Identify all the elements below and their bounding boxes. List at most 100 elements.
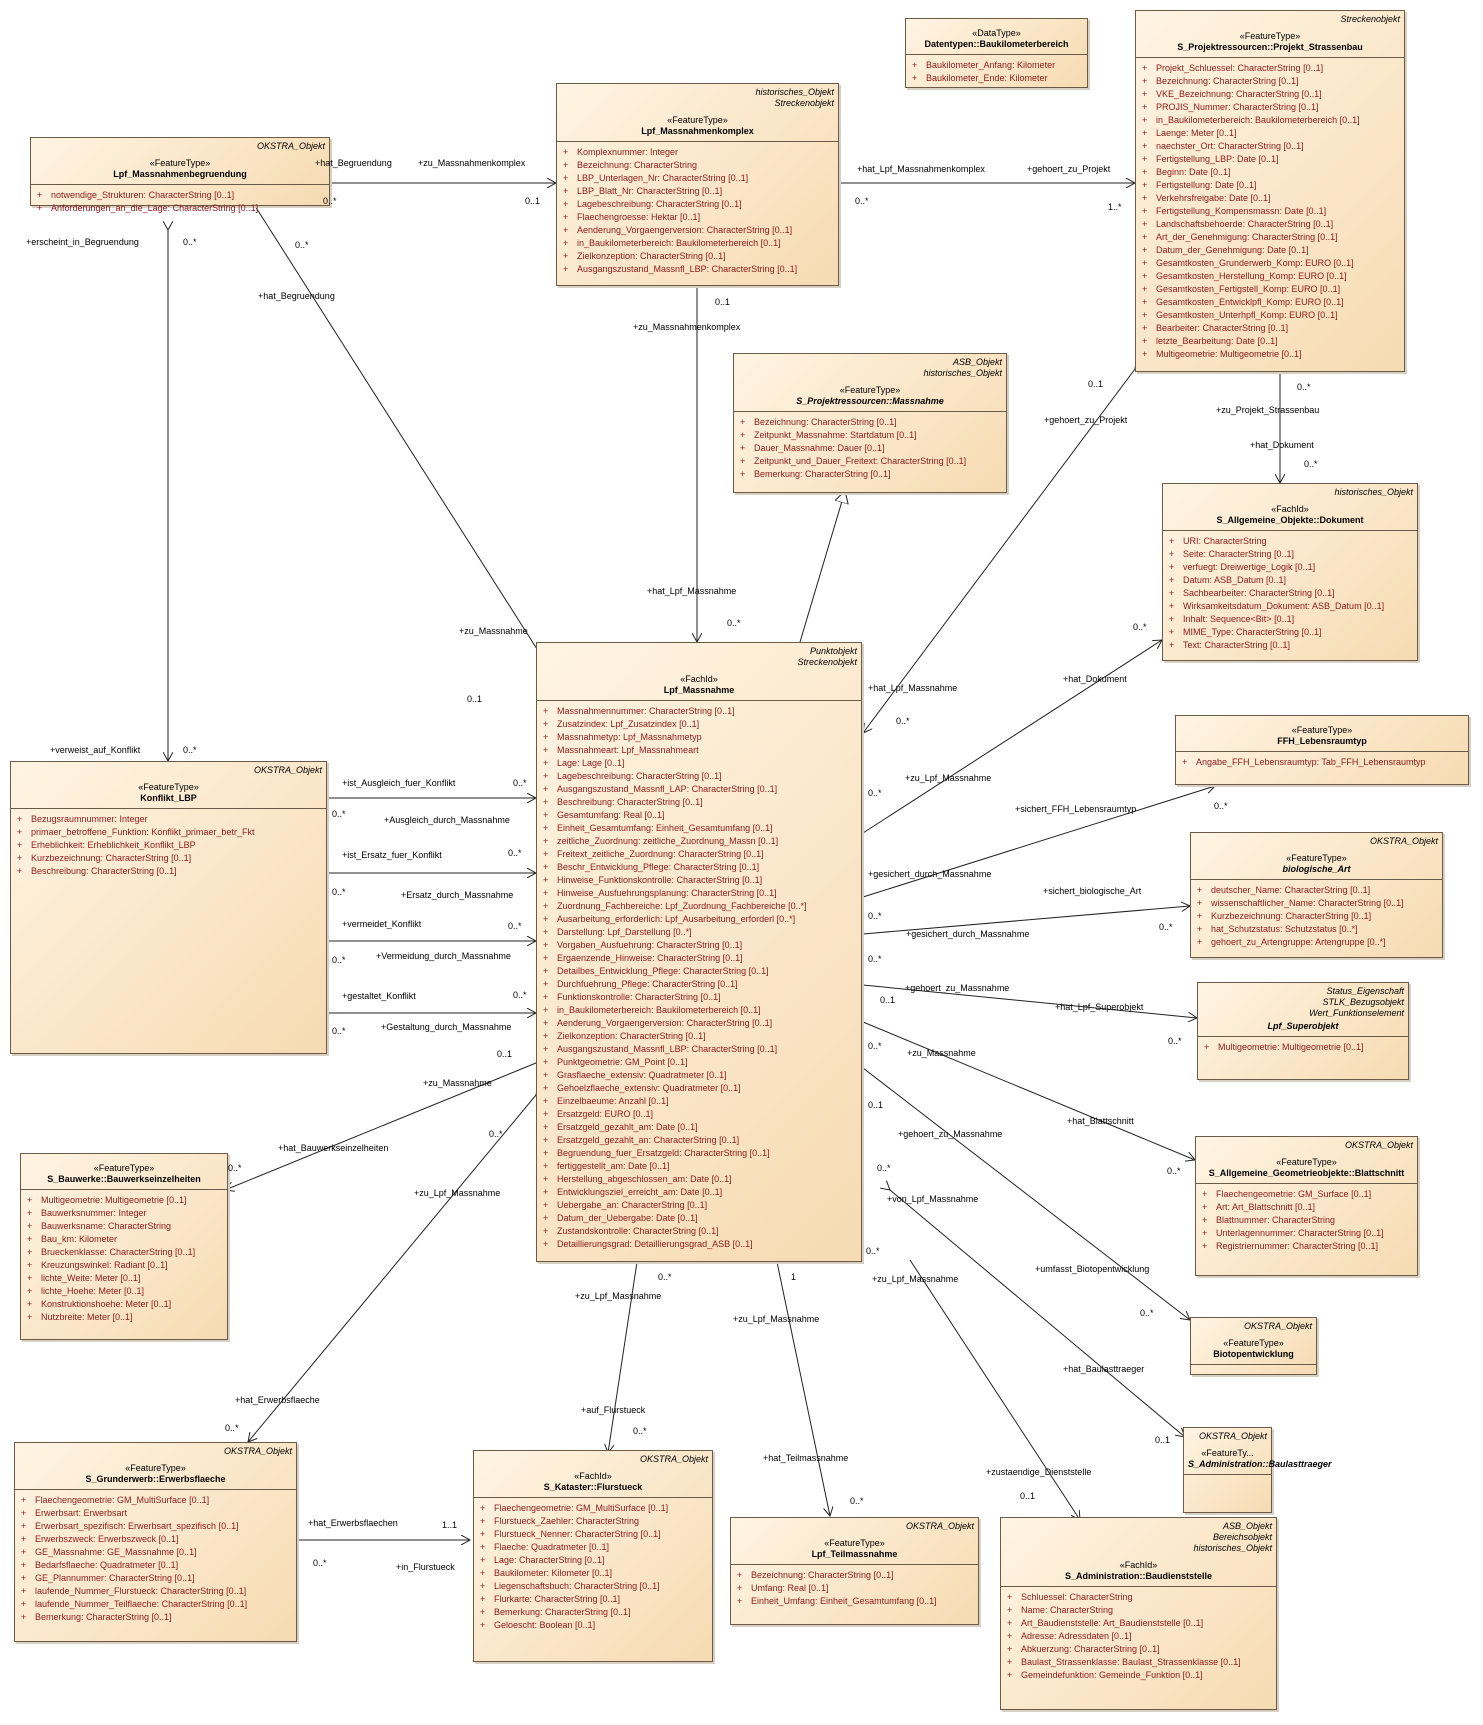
stereotype: «FeatureType» — [138, 782, 199, 792]
visibility-icon: + — [480, 1594, 486, 1604]
class-name: S_Bauwerke::Bauwerkseinzelheiten — [47, 1174, 201, 1184]
class-begruendung[interactable]: OKSTRA_Objekt«FeatureType»Lpf_Massnahmen… — [30, 137, 330, 213]
attribute-text: GE_Plannummer: CharacterString [0..1] — [35, 1573, 195, 1583]
visibility-icon: + — [1169, 575, 1175, 585]
visibility-icon: + — [480, 1620, 486, 1630]
attribute: +Text: CharacterString [0..1] — [1169, 639, 1413, 652]
class-flurstueck[interactable]: OKSTRA_Objekt«FachId»S_Kataster::Flurstu… — [473, 1450, 713, 1662]
class-baulast[interactable]: OKSTRA_Objekt«FeatureTy...S_Administrati… — [1183, 1427, 1332, 1513]
attribute-text: Entwicklungsziel_erreicht_am: Date [0..1… — [557, 1187, 723, 1197]
attribute-text: Multigeometrie: Multigeometrie [0..1] — [1218, 1042, 1364, 1052]
attribute: +Kurzbezeichnung: CharacterString [0..1] — [17, 852, 322, 865]
visibility-icon: + — [480, 1529, 486, 1539]
class-header: OKSTRA_Objekt«FeatureType»S_Grunderwerb:… — [15, 1443, 296, 1490]
class-konflikt[interactable]: OKSTRA_Objekt«FeatureType»Konflikt_LBP+B… — [10, 761, 327, 1054]
class-bioart[interactable]: OKSTRA_Objekt«FeatureType»biologische_Ar… — [1190, 832, 1443, 958]
class-ffh[interactable]: «FeatureType»FFH_Lebensraumtyp+Angabe_FF… — [1175, 715, 1469, 785]
class-name: S_Projektressourcen::Projekt_Strassenbau — [1177, 42, 1363, 52]
attribute: +Gesamtkosten_Unterhpfl_Komp: EURO [0..1… — [1142, 309, 1400, 322]
attribute-text: Flurkarte: CharacterString [0..1] — [494, 1594, 621, 1604]
tag-label: OKSTRA_Objekt — [223, 1446, 292, 1456]
attribute: +Flurstueck_Zaehler: CharacterString — [480, 1515, 708, 1528]
role-label: +vermeidet_Konflikt — [342, 919, 422, 929]
class-dokument[interactable]: historisches_Objekt«FachId»S_Allgemeine_… — [1162, 483, 1418, 661]
visibility-icon: + — [563, 199, 569, 209]
role-label: +hat_Dokument — [1063, 674, 1127, 684]
attribute: +Kreuzungswinkel: Radiant [0..1] — [27, 1259, 223, 1272]
assoc-massnahme-flurstueck — [608, 1262, 637, 1453]
multiplicity-label: 0..* — [896, 716, 910, 726]
multiplicity-label: 0..* — [1159, 922, 1173, 932]
class-name: S_Allgemeine_Objekte::Dokument — [1216, 515, 1364, 525]
visibility-icon: + — [1142, 180, 1148, 190]
class-biotop[interactable]: OKSTRA_Objekt«FeatureType»Biotopentwickl… — [1190, 1317, 1317, 1375]
multiplicity-label: 0..* — [332, 887, 346, 897]
tagged-values: OKSTRA_Objekt — [15, 765, 322, 776]
visibility-icon: + — [1197, 911, 1203, 921]
attribute: +Umfang: Real [0..1] — [737, 1582, 974, 1595]
visibility-icon: + — [912, 60, 918, 70]
visibility-icon: + — [543, 758, 549, 768]
attribute-list: +notwendige_Strukturen: CharacterString … — [31, 185, 329, 219]
stereotype: «FachId» — [1271, 504, 1309, 514]
attribute: +Registriernummer: CharacterString [0..1… — [1202, 1240, 1413, 1253]
stereotype: «FeatureType» — [1286, 853, 1347, 863]
tagged-values: OKSTRA_Objekt — [735, 1521, 974, 1532]
attribute: +Multigeometrie: Multigeometrie [0..1] — [27, 1194, 223, 1207]
tagged-values: OKSTRA_Objekt — [1195, 836, 1438, 847]
class-erwerb[interactable]: OKSTRA_Objekt«FeatureType»S_Grunderwerb:… — [14, 1442, 297, 1642]
visibility-icon: + — [543, 810, 549, 820]
attribute-text: Flurstueck_Zaehler: CharacterString — [494, 1516, 640, 1526]
attribute-text: Nutzbreite: Meter [0..1] — [41, 1312, 133, 1322]
attribute-text: Beginn: Date [0..1] — [1156, 167, 1231, 177]
role-label: +zu_Massnahmenkomplex — [418, 158, 526, 168]
attribute-text: Erheblichkeit: Erheblichkeit_Konflikt_LB… — [31, 840, 196, 850]
attribute: +Lagebeschreibung: CharacterString [0..1… — [543, 770, 857, 783]
tagged-values: OKSTRA_Objekt — [1188, 1431, 1267, 1442]
attribute: +Anforderungen_an_die_Lage: CharacterStr… — [37, 202, 325, 215]
assoc-massnahme-dokument — [863, 640, 1162, 833]
multiplicity-label: 0..* — [183, 237, 197, 247]
visibility-icon: + — [1169, 588, 1175, 598]
attribute: +Ausgangszustand_Massnfl_LBP: CharacterS… — [563, 263, 834, 276]
attribute-text: Lage: CharacterString [0..1] — [494, 1555, 605, 1565]
class-bauwerk[interactable]: «FeatureType»S_Bauwerke::Bauwerkseinzelh… — [20, 1153, 228, 1340]
class-projekt[interactable]: Streckenobjekt«FeatureType»S_Projektress… — [1135, 10, 1405, 372]
visibility-icon: + — [1142, 336, 1148, 346]
visibility-icon: + — [1169, 627, 1175, 637]
visibility-icon: + — [37, 190, 43, 200]
attribute: +Beschr_Entwicklung_Pflege: CharacterStr… — [543, 861, 857, 874]
attribute-text: Ausgangszustand_Massnfl_LBP: CharacterSt… — [577, 264, 798, 274]
attribute: +Fertigstellung: Date [0..1] — [1142, 179, 1400, 192]
attribute-text: Zeitpunkt_Massnahme: Startdatum [0..1] — [754, 430, 917, 440]
attribute-text: Anforderungen_an_die_Lage: CharacterStri… — [51, 203, 259, 213]
visibility-icon: + — [543, 927, 549, 937]
visibility-icon: + — [27, 1195, 33, 1205]
attribute: +lichte_Hoehe: Meter [0..1] — [27, 1285, 223, 1298]
attribute-text: Vorgaben_Ausfuehrung: CharacterString [0… — [557, 940, 743, 950]
attribute-text: Multigeometrie: Multigeometrie [0..1] — [1156, 349, 1302, 359]
attribute: +Zielkonzeption: CharacterString [0..1] — [543, 1030, 857, 1043]
attribute-text: Erwerbsart_spezifisch: Erwerbsart_spezif… — [35, 1521, 239, 1531]
attribute-text: Name: CharacterString — [1021, 1605, 1114, 1615]
attribute: +Ausgangszustand_Massnfl_LAP: CharacterS… — [543, 783, 857, 796]
class-baukm[interactable]: «DataType»Datentypen::Baukilometerbereic… — [905, 18, 1088, 88]
multiplicity-label: 0..1 — [467, 694, 483, 704]
class-blattschnitt[interactable]: OKSTRA_Objekt«FeatureType»S_Allgemeine_G… — [1195, 1136, 1418, 1276]
visibility-icon: + — [1142, 323, 1148, 333]
attribute-text: Flaechengeometrie: GM_MultiSurface [0..1… — [494, 1503, 669, 1513]
stereotype: «FachId» — [574, 1471, 612, 1481]
attribute: +Blattnummer: CharacterString — [1202, 1214, 1413, 1227]
attribute-text: Landschaftsbehoerde: CharacterString [0.… — [1156, 219, 1334, 229]
visibility-icon: + — [27, 1286, 33, 1296]
visibility-icon: + — [21, 1573, 27, 1583]
tag-label: OKSTRA_Objekt — [1344, 1140, 1413, 1150]
class-teilmassnahme[interactable]: OKSTRA_Objekt«FeatureType»Lpf_Teilmassna… — [730, 1517, 979, 1625]
attribute: +lichte_Weite: Meter [0..1] — [27, 1272, 223, 1285]
role-label: +zu_Lpf_Massnahme — [733, 1314, 820, 1324]
